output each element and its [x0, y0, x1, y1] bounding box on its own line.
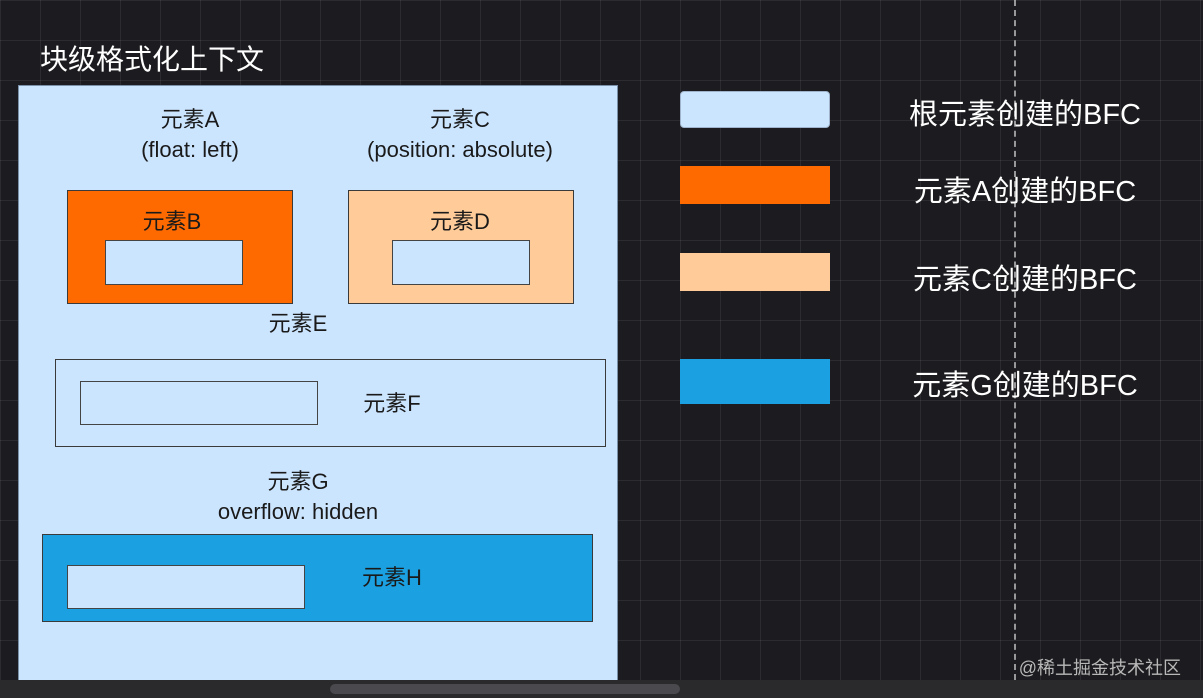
element-e-label: 元素E	[268, 311, 328, 336]
legend-swatch-root	[680, 91, 830, 128]
element-d-inner-box	[392, 240, 530, 285]
element-f-label: 元素F	[363, 391, 421, 416]
legend-label-element-a: 元素A创建的BFC	[913, 176, 1137, 208]
watermark: @稀土掘金技术社区	[1018, 658, 1181, 678]
element-c-label: 元素C	[430, 107, 490, 132]
element-b-label: 元素B	[142, 209, 202, 234]
legend-swatch-element-c	[680, 253, 830, 291]
horizontal-scrollbar-thumb[interactable]	[330, 684, 680, 694]
diagram-title: 块级格式化上下文	[40, 44, 265, 75]
element-h-inner-box	[67, 565, 305, 609]
element-h-label: 元素H	[362, 565, 422, 590]
element-d-label: 元素D	[430, 209, 490, 234]
legend-label-root: 根元素创建的BFC	[908, 99, 1141, 131]
element-c-style: (position: absolute)	[367, 137, 553, 162]
legend-swatch-element-g	[680, 359, 830, 404]
element-d-box	[348, 190, 574, 304]
dashed-guide-line	[1014, 0, 1016, 680]
legend-label-element-c: 元素C创建的BFC	[913, 264, 1137, 296]
legend-swatch-element-a	[680, 166, 830, 204]
legend-label-element-g: 元素G创建的BFC	[912, 370, 1138, 402]
element-b-inner-box	[105, 240, 243, 285]
element-f-box	[55, 359, 606, 447]
element-g-style: overflow: hidden	[217, 499, 379, 524]
element-a-label: 元素A	[160, 107, 220, 132]
element-f-inner-box	[80, 381, 318, 425]
element-a-style: (float: left)	[141, 137, 239, 162]
element-g-label: 元素G	[267, 469, 329, 494]
